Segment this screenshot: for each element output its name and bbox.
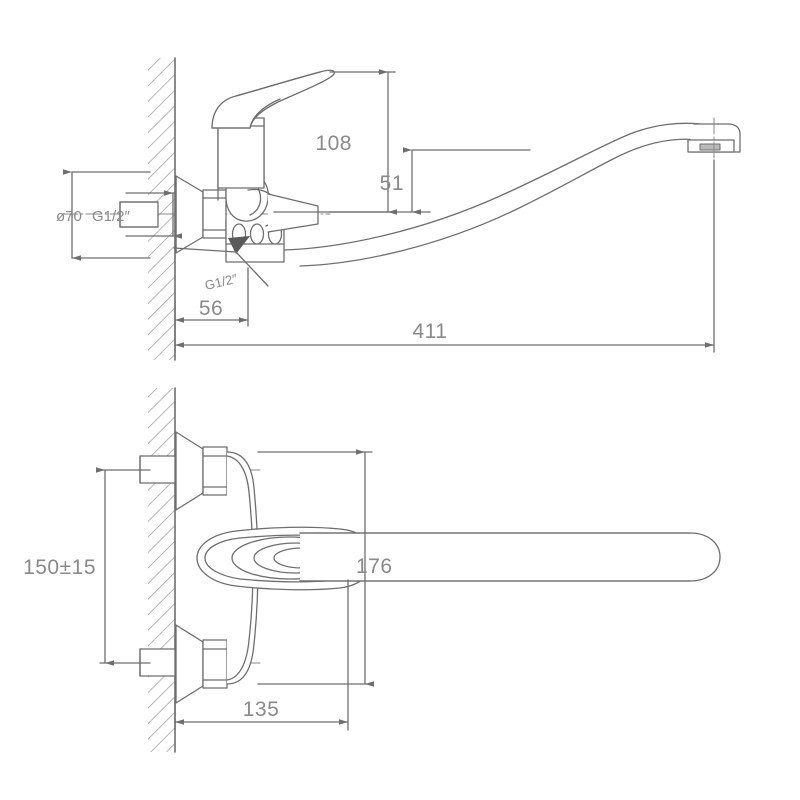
dim-reach411: 411 (174, 159, 715, 353)
aerator-side (687, 117, 741, 171)
dim-outlet-thread-label: G1/2″ (203, 271, 239, 293)
connector-nut-side (202, 189, 227, 239)
wall-front-view (148, 387, 176, 753)
dim-height51-label: 51 (380, 172, 404, 195)
escutcheon-side (175, 175, 204, 254)
dim-outlet-thread: G1/2″ (173, 247, 269, 293)
dim-height108-label: 108 (315, 132, 352, 155)
dim-inlet-thread-label: G1/2″ (92, 208, 131, 225)
dim-depth56: 56 (174, 267, 249, 327)
dim-width176-label: 176 (356, 555, 393, 578)
dim-centers150-label: 150±15 (23, 556, 96, 579)
mixer-body-side (217, 117, 269, 222)
dim-depth56-label: 56 (199, 297, 223, 320)
spout-side (284, 122, 701, 267)
dim-height51: 51 (329, 147, 531, 215)
side-view-group: ø70 G1/2″ G1/2″ 108 51 (56, 57, 741, 361)
spout-base-side (267, 193, 319, 233)
inlet-pipe-side (119, 201, 159, 228)
dim-width176: 176 (257, 449, 393, 687)
leader-wedge (228, 236, 250, 254)
dim-centers150: 150±15 (23, 467, 151, 666)
lever-handle-side (211, 69, 336, 129)
spout-front (299, 532, 721, 582)
dim-dia70: ø70 (56, 169, 151, 261)
inlet-lower-front (99, 624, 261, 704)
dim-inlet-thread: G1/2″ (92, 190, 182, 239)
dim-dia70-label: ø70 (56, 208, 82, 225)
front-view-group: 150±15 176 135 (23, 387, 721, 753)
dim-reach411-label: 411 (413, 320, 448, 343)
dim-depth135-label: 135 (243, 698, 280, 721)
dim-depth135: 135 (174, 579, 349, 731)
